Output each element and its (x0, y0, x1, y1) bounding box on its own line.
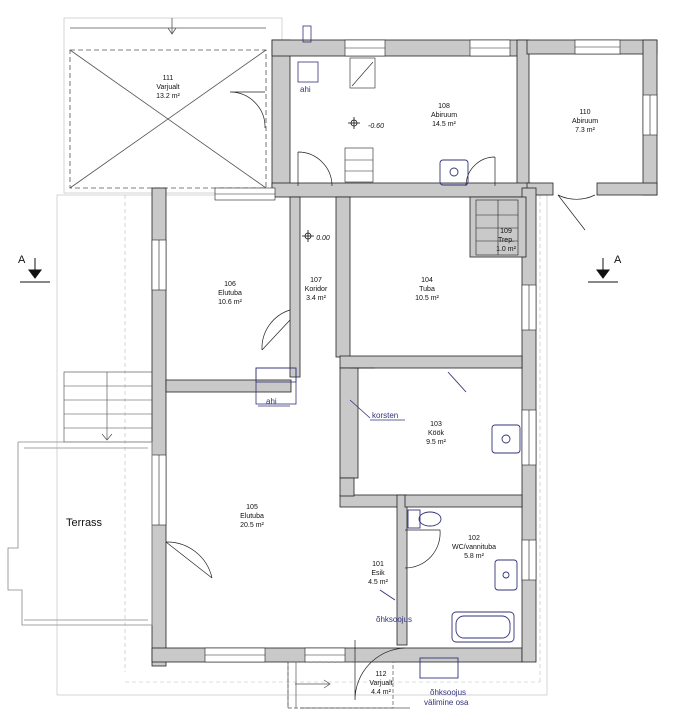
porch-112 (287, 661, 410, 709)
watermark-text: õhksoojus (376, 615, 412, 624)
svg-text:Trep.: Trep. (498, 237, 514, 244)
heat-pump-label-2: välimine osa (424, 698, 469, 707)
level-low: -0.60 (368, 123, 384, 130)
svg-text:107: 107 (310, 277, 322, 284)
svg-text:Esik: Esik (371, 570, 385, 577)
korsten-leader (349, 399, 371, 419)
svg-text:1.0 m²: 1.0 m² (496, 246, 517, 253)
room-label-106: 106 Elutuba 10.6 m² (218, 281, 242, 306)
svg-text:Tuba: Tuba (419, 286, 435, 293)
svg-text:Varjualt: Varjualt (369, 680, 392, 687)
svg-text:13.2 m²: 13.2 m² (156, 93, 180, 100)
stove-108 (297, 25, 319, 83)
svg-text:101: 101 (372, 561, 384, 568)
room-label-102: 102 WC/vannituba 5.8 m² (452, 535, 496, 560)
room-label-105: 105 Elutuba 20.5 m² (240, 504, 264, 529)
windows (151, 39, 658, 663)
svg-text:109: 109 (500, 228, 512, 235)
stair-108 (344, 57, 376, 183)
svg-text:110: 110 (579, 109, 590, 116)
svg-text:Abiruum: Abiruum (572, 118, 598, 125)
svg-text:105: 105 (246, 504, 258, 511)
svg-text:3.4 m²: 3.4 m² (306, 295, 327, 302)
ahi-label-mid: ahi (266, 397, 277, 406)
svg-text:111: 111 (163, 75, 174, 82)
svg-text:108: 108 (438, 103, 450, 110)
terrace (7, 441, 153, 626)
canopy-111 (69, 18, 267, 189)
svg-text:10.6 m²: 10.6 m² (218, 299, 242, 306)
room-label-107: 107 Koridor 3.4 m² (305, 277, 328, 302)
room-label-103: 103 Köök 9.5 m² (426, 421, 447, 446)
svg-text:10.5 m²: 10.5 m² (415, 295, 439, 302)
svg-text:20.5 m²: 20.5 m² (240, 522, 264, 529)
level-zero: 0.00 (316, 235, 330, 242)
terrace-stairs (63, 371, 153, 443)
stair-109 (475, 199, 519, 256)
svg-text:9.5 m²: 9.5 m² (426, 439, 447, 446)
svg-text:4.5 m²: 4.5 m² (368, 579, 389, 586)
svg-text:WC/vannituba: WC/vannituba (452, 544, 496, 551)
heat-pump-label-1: õhksoojus (430, 688, 466, 697)
svg-text:Abiruum: Abiruum (431, 112, 457, 119)
room-label-104: 104 Tuba 10.5 m² (415, 277, 439, 302)
svg-text:106: 106 (224, 281, 236, 288)
section-label-right: A (614, 254, 622, 266)
svg-text:Varjualt: Varjualt (156, 84, 179, 91)
svg-text:Köök: Köök (428, 430, 444, 437)
svg-text:Koridor: Koridor (305, 286, 328, 293)
room-label-110: 110 Abiruum 7.3 m² (572, 109, 598, 134)
room-label-108: 108 Abiruum 14.5 m² (431, 103, 457, 128)
room-label-112: 112 Varjualt 4.4 m² (369, 671, 392, 696)
svg-text:5.8 m²: 5.8 m² (464, 553, 485, 560)
section-label-left: A (18, 254, 26, 266)
fixtures (379, 159, 521, 679)
svg-text:112: 112 (375, 671, 386, 678)
svg-text:Elutuba: Elutuba (218, 290, 242, 297)
terrace-label: Terrass (66, 517, 103, 529)
svg-text:103: 103 (430, 421, 442, 428)
room-label-109: 109 Trep. 1.0 m² (496, 228, 517, 253)
svg-text:104: 104 (421, 277, 433, 284)
svg-text:7.3 m²: 7.3 m² (575, 127, 596, 134)
level-marks (302, 117, 360, 242)
svg-text:Elutuba: Elutuba (240, 513, 264, 520)
svg-text:102: 102 (468, 535, 480, 542)
doors (165, 91, 596, 701)
section-marks (20, 258, 618, 283)
stove-105 (255, 367, 297, 405)
ahi-label-top: ahi (300, 85, 311, 94)
room-label-111: 111 Varjualt 13.2 m² (156, 75, 180, 100)
svg-text:4.4 m²: 4.4 m² (371, 689, 392, 696)
korsten-label: korsten (372, 411, 398, 420)
svg-text:14.5 m²: 14.5 m² (432, 121, 456, 128)
room-label-101: 101 Esik 4.5 m² (368, 561, 389, 586)
